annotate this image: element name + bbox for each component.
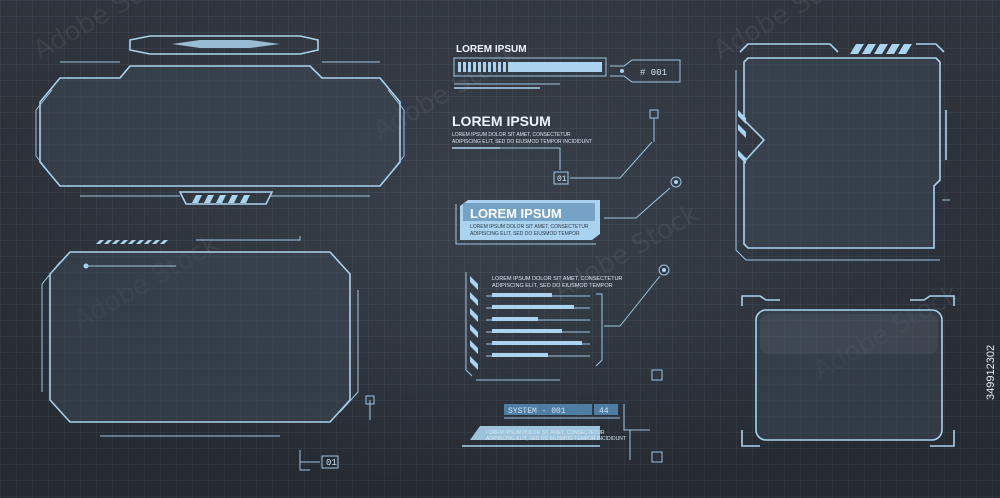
list-header-line: ADIPISCING ELIT, SED DO EIUSMOD TEMPOR [492, 283, 613, 289]
system-body-line: LOREM IPSUM DOLOR SIT AMET, CONSECTETUR [486, 430, 605, 436]
frame-side-left [41, 261, 61, 392]
connector-line [604, 275, 661, 327]
callout-title: LOREM IPSUM [452, 113, 551, 129]
hazard-stripes [850, 44, 912, 54]
callout-body-line: LOREM IPSUM DOLOR SIT AMET, CONSECTETUR [452, 132, 571, 138]
list-panel: LOREM IPSUM DOLOR SIT AMET, CONSECTETUR … [465, 264, 670, 381]
frame-outer-line [735, 70, 940, 261]
frame-panel [756, 310, 942, 440]
system-number: 44 [599, 407, 609, 416]
node-dot [674, 180, 678, 184]
frame-index-label: 01 [326, 458, 337, 468]
side-chevrons [738, 110, 746, 164]
connector-node [651, 369, 663, 381]
system-bar [504, 404, 592, 415]
connector-line [299, 450, 320, 463]
hazard-stripes [192, 195, 250, 203]
highlight-body-line: ADIPISCING ELIT, SED DO EIUSMOD TEMPOR [470, 231, 580, 237]
frame-tab [178, 191, 274, 205]
index-label: 01 [557, 175, 567, 184]
index-box [553, 171, 569, 185]
frame-crest [129, 35, 319, 55]
stock-id-label: 349912302 [985, 345, 997, 400]
connector-node [649, 109, 659, 119]
frame-bottom-left: 01 [41, 236, 375, 471]
crest-accent [172, 40, 280, 48]
connector-node [651, 451, 663, 463]
frame-panel [40, 66, 400, 186]
progress-ticks [458, 62, 602, 72]
corner-bracket [741, 295, 780, 306]
list-bars [486, 293, 590, 357]
callout-progress: LOREM IPSUM # 001 [453, 44, 681, 89]
connector-line [500, 147, 561, 170]
frame-side-right [387, 89, 405, 177]
index-box [321, 455, 339, 469]
connector-node [658, 264, 670, 276]
frame-top-right [735, 43, 950, 261]
index-tag [610, 59, 681, 83]
frame-border [39, 65, 401, 187]
frame-line [196, 236, 301, 241]
frame-bottom-right [741, 295, 955, 447]
hazard-stripes [96, 240, 168, 244]
connector-line [623, 404, 650, 431]
progress-frame [453, 57, 607, 77]
node-dot [620, 69, 624, 73]
system-panel: SYSTEM - 001 44 LOREM IPSUM DOLOR SIT AM… [462, 404, 663, 463]
frame-top-left [35, 35, 405, 205]
index-label: # 001 [640, 68, 667, 78]
callout-body-line: ADIPISCING ELIT, SED DO EIUSMOD TEMPOR I… [452, 139, 592, 145]
frame-border [49, 251, 351, 423]
frame-top-line [916, 43, 945, 53]
callout-text: LOREM IPSUM LOREM IPSUM DOLOR SIT AMET, … [452, 109, 659, 185]
system-body-line: ADIPISCING ELIT, SED DO EIUSMOD TEMPOR I… [486, 436, 626, 442]
system-accent [470, 426, 600, 440]
frame-panel [744, 58, 940, 248]
connector-line [299, 462, 310, 471]
corner-bracket [741, 430, 760, 447]
corner-bracket [930, 430, 955, 447]
highlight-border [455, 204, 596, 245]
list-border [465, 272, 473, 377]
list-border [595, 293, 603, 367]
frame-border [755, 309, 943, 441]
frame-side-left [35, 89, 53, 177]
connector-node [365, 395, 375, 405]
callout-highlight: LOREM IPSUM LOREM IPSUM DOLOR SIT AMET, … [455, 176, 682, 245]
highlight-body-line: LOREM IPSUM DOLOR SIT AMET, CONSECTETUR [470, 224, 589, 230]
node-dot [662, 268, 666, 272]
frame-side-right [339, 290, 359, 413]
system-label: SYSTEM - 001 [508, 407, 566, 416]
frame-top-line [739, 43, 839, 53]
connector-line [570, 141, 653, 179]
hazard-stripes [470, 276, 478, 370]
highlight-title: LOREM IPSUM [470, 206, 562, 221]
frame-panel [50, 252, 350, 422]
connector-line [604, 187, 671, 219]
callout-title: LOREM IPSUM [456, 44, 527, 55]
watermark-text: Adobe Stock [709, 0, 865, 66]
frame-gloss [760, 314, 938, 354]
watermark-text: Adobe Stock [29, 0, 185, 66]
corner-bracket [910, 295, 955, 306]
connector-node [670, 176, 682, 188]
system-number-box [594, 404, 618, 415]
list-header-line: LOREM IPSUM DOLOR SIT AMET, CONSECTETUR [492, 276, 622, 282]
highlight-band [463, 203, 595, 221]
